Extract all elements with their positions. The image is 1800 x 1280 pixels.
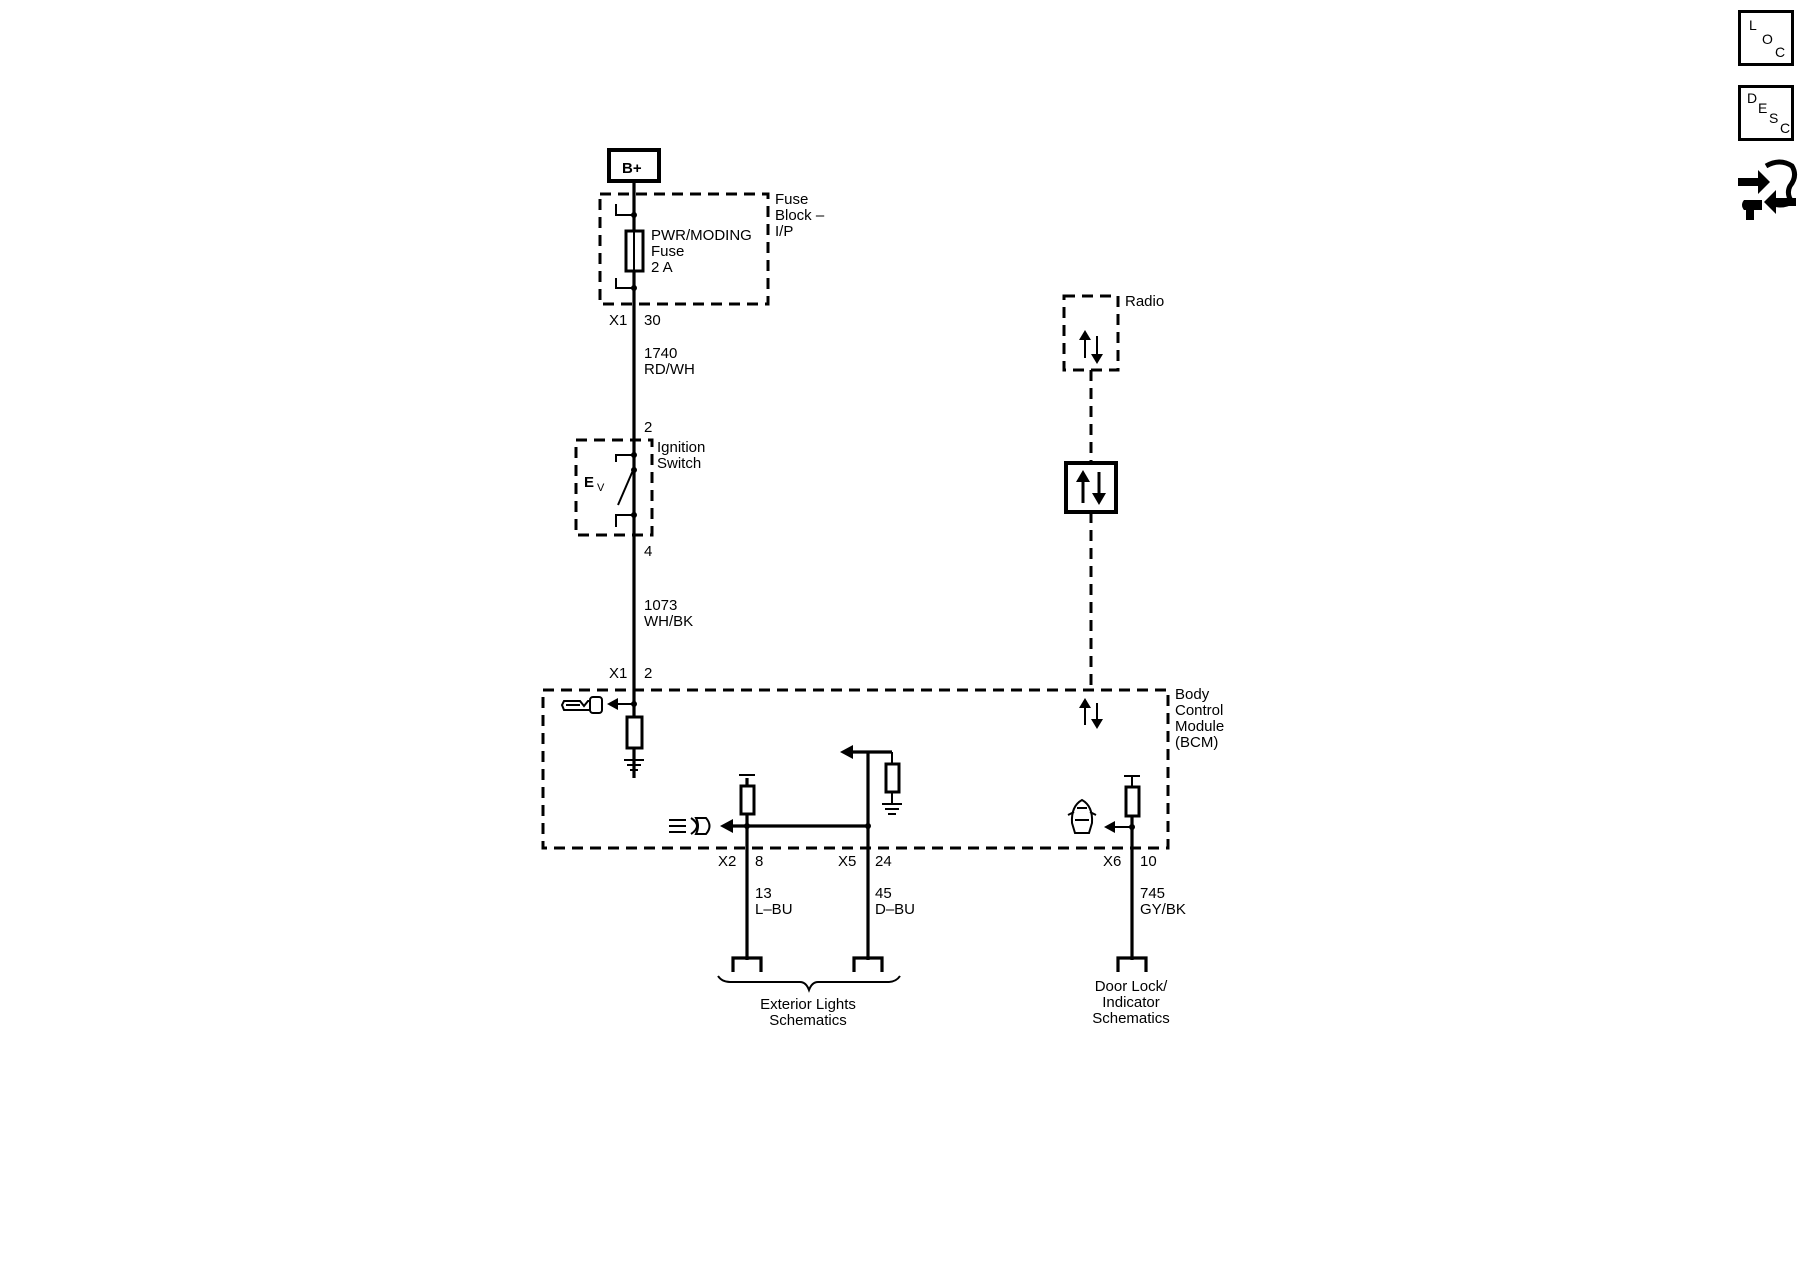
fuse-block-name-3: I/P	[775, 223, 793, 240]
wire-1740-color: RD/WH	[644, 361, 695, 378]
fuse-name-1: PWR/MODING	[651, 227, 752, 244]
exterior-lights-terminals	[717, 956, 901, 993]
door-lock-terminal	[1116, 956, 1148, 972]
x2-pin: 8	[755, 853, 763, 870]
door-lock-ref-1: Door Lock/	[1095, 978, 1168, 995]
ev-label-v: V	[597, 482, 605, 494]
wire-1073-color: WH/BK	[644, 613, 693, 630]
exterior-lights-ref-1: Exterior Lights	[760, 996, 856, 1013]
x6-connector: X6	[1103, 853, 1121, 870]
door-lock-ref-2: Indicator	[1102, 994, 1160, 1011]
headlamp-icon	[669, 817, 711, 835]
connector-end-view-icon[interactable]	[1736, 156, 1798, 222]
door-lock-ref-3: Schematics	[1092, 1010, 1170, 1027]
bcm-name-2: Control	[1175, 702, 1223, 719]
location-button[interactable]: L O C	[1738, 10, 1794, 66]
exterior-lights-ref-2: Schematics	[769, 1012, 847, 1029]
bcm-name-3: Module	[1175, 718, 1224, 735]
x5-pin: 24	[875, 853, 892, 870]
ignition-switch-outline	[574, 438, 654, 537]
wire-45-color: D–BU	[875, 901, 915, 918]
description-button[interactable]: D E S C	[1738, 85, 1794, 141]
wire-13-circuit: 13	[755, 885, 772, 902]
fuse-pin-label: 30	[644, 312, 661, 329]
fuse-block-name-2: Block –	[775, 207, 825, 224]
ignition-switch-contacts	[615, 452, 637, 527]
x5-connector: X5	[838, 853, 856, 870]
ignition-pin-top: 2	[644, 419, 652, 436]
desc-letter-d: D	[1747, 90, 1758, 106]
wire-13-color: L–BU	[755, 901, 793, 918]
loc-letter-o: O	[1762, 31, 1773, 47]
power-label: B+	[622, 160, 642, 177]
key-icon	[560, 696, 603, 714]
desc-letter-e: E	[1758, 100, 1768, 116]
radio-comm-arrows-icon	[1079, 330, 1103, 364]
fuse-connector-label: X1	[609, 312, 627, 329]
wire-745-color: GY/BK	[1140, 901, 1186, 918]
x6-pin: 10	[1140, 853, 1157, 870]
radio-name: Radio	[1125, 293, 1164, 310]
bcm-name-1: Body	[1175, 686, 1210, 703]
battery-positive-source: B+	[607, 148, 661, 183]
fuse-block-name-1: Fuse	[775, 191, 808, 208]
wire-1073-circuit: 1073	[644, 597, 677, 614]
ev-label-e: E	[584, 474, 594, 491]
desc-letter-c: C	[1780, 120, 1791, 136]
bcm-exterior-lights-circuit	[720, 745, 902, 960]
bcm-name-4: (BCM)	[1175, 734, 1218, 751]
x2-connector: X2	[718, 853, 736, 870]
bcm-connector-top: X1	[609, 665, 627, 682]
ignition-pin-bottom: 4	[644, 543, 652, 560]
loc-letter-c: C	[1775, 44, 1786, 60]
loc-letter-l: L	[1749, 17, 1757, 33]
ignition-name-2: Switch	[657, 455, 701, 472]
fuse-block-outline	[598, 192, 770, 306]
wire-745-circuit: 745	[1140, 885, 1165, 902]
bcm-pin-top: 2	[644, 665, 652, 682]
bcm-ignition-input	[607, 698, 644, 771]
serial-data-junction-icon	[1064, 461, 1118, 514]
bcm-door-lock-circuit	[1104, 775, 1141, 960]
bcm-serial-data-arrows-icon	[1079, 698, 1103, 729]
radio-outline	[1062, 294, 1120, 372]
bcm-outline	[541, 688, 1170, 850]
fuse-name-3: 2 A	[651, 259, 673, 276]
car-door-icon	[1067, 798, 1097, 834]
desc-letter-s: S	[1769, 110, 1779, 126]
wire-45-circuit: 45	[875, 885, 892, 902]
fuse-name-2: Fuse	[651, 243, 684, 260]
wire-1740-circuit: 1740	[644, 345, 677, 362]
fuse-block-terminals	[615, 204, 637, 291]
ignition-name-1: Ignition	[657, 439, 705, 456]
